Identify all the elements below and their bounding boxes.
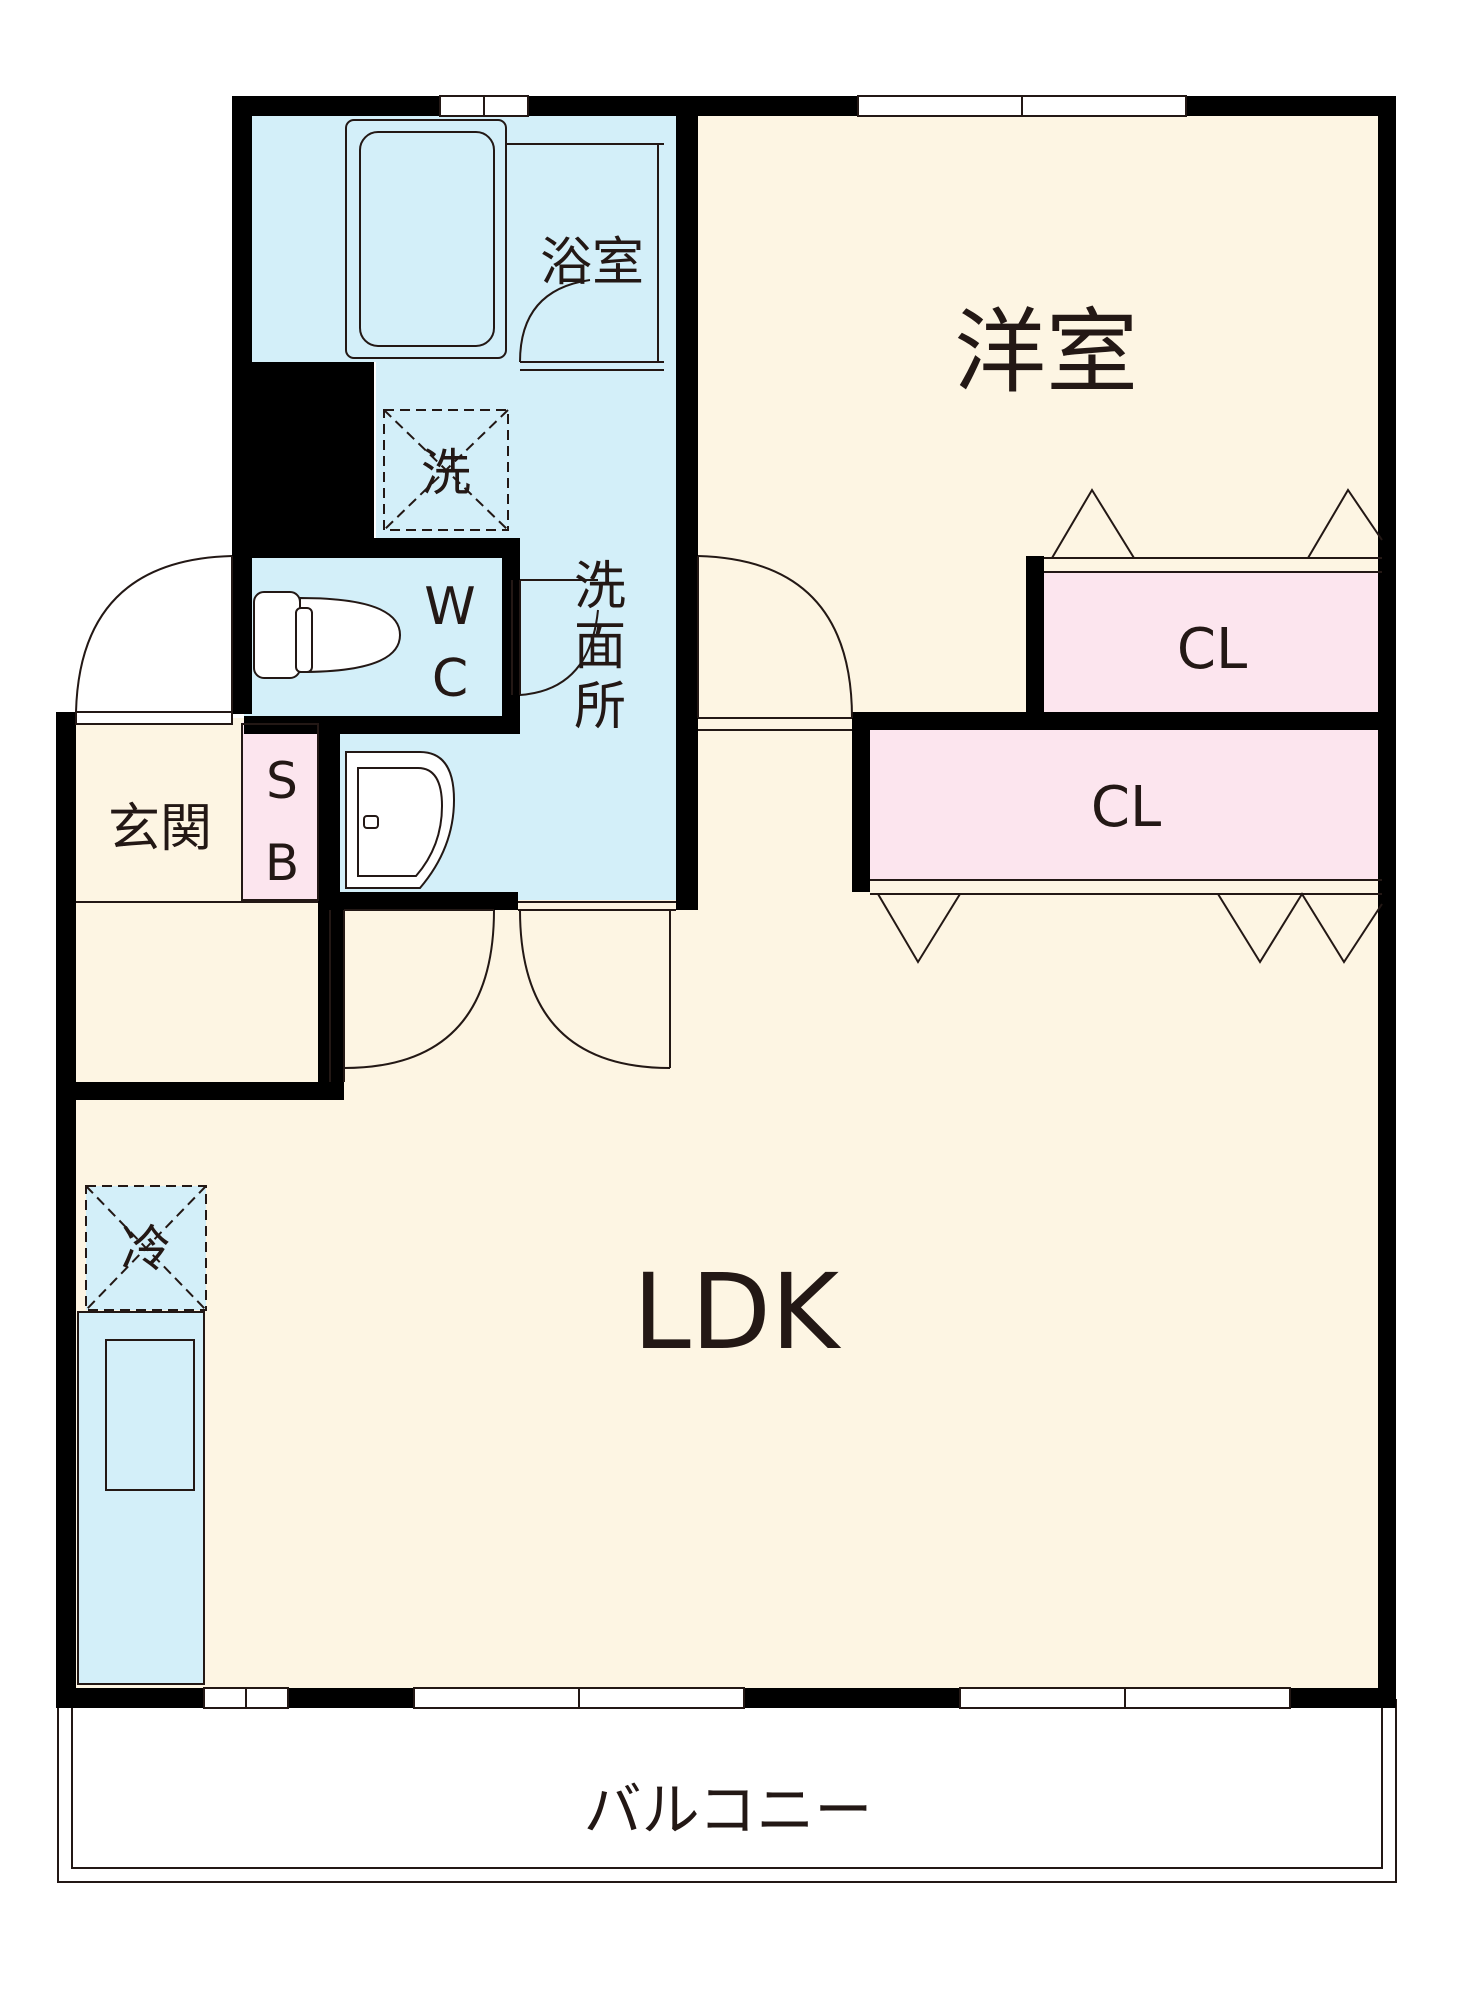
wall-left-lower bbox=[56, 712, 76, 1708]
windows bbox=[203, 95, 1291, 1709]
shaft bbox=[232, 362, 374, 552]
bathtub-icon bbox=[345, 119, 664, 371]
toilet-icon bbox=[253, 579, 599, 696]
label-balcony: バルコニー bbox=[584, 1776, 873, 1844]
label-western-room: 洋室 bbox=[954, 299, 1138, 406]
label-closet-upper: CL bbox=[1177, 617, 1247, 682]
closet-upper-floor bbox=[1042, 572, 1384, 714]
label-washroom-2: 面 bbox=[574, 617, 626, 677]
wall-wash-bottom bbox=[318, 892, 518, 910]
label-washer: 洗 bbox=[421, 444, 471, 502]
kitchen-counter bbox=[77, 1311, 205, 1685]
label-toilet-w: W bbox=[424, 577, 475, 637]
wall-closet-divider bbox=[852, 712, 1396, 730]
balcony-floor bbox=[70, 1710, 1384, 1880]
label-washroom-1: 洗 bbox=[574, 557, 626, 617]
entrance-floor bbox=[70, 722, 242, 1069]
label-closet-lower: CL bbox=[1091, 775, 1161, 840]
wall-toilet-bottom bbox=[244, 716, 520, 734]
closet-doors bbox=[870, 488, 1383, 964]
label-washroom-3: 所 bbox=[574, 677, 626, 737]
label-shoebox-b: B bbox=[265, 834, 299, 892]
label-toilet-c: C bbox=[432, 649, 468, 709]
doors bbox=[75, 555, 853, 1082]
wall-toilet-top bbox=[244, 538, 520, 558]
washer-pan-icon bbox=[383, 409, 509, 531]
label-ldk: LDK bbox=[633, 1251, 842, 1373]
label-shoebox-s: S bbox=[266, 752, 298, 810]
wall-closet-upper-left bbox=[1026, 556, 1044, 722]
label-fridge: 冷 bbox=[121, 1220, 171, 1278]
wall-top bbox=[232, 96, 1396, 116]
bathroom-floor bbox=[244, 110, 684, 362]
wall-closet-lower-left bbox=[852, 712, 870, 892]
wall-right bbox=[1378, 96, 1396, 1708]
label-entrance: 玄関 bbox=[108, 799, 212, 859]
wall-entrance-right bbox=[318, 716, 340, 908]
label-bathroom: 浴室 bbox=[540, 233, 644, 293]
shoebox-floor bbox=[242, 722, 318, 902]
wash-basin-icon bbox=[345, 751, 456, 889]
labels: 洋室 LDK 浴室 洗 W C 洗 面 所 玄関 S B CL CL 冷 バルコ… bbox=[108, 233, 1247, 1844]
closet-lower-floor bbox=[866, 730, 1384, 880]
fridge-space-icon bbox=[85, 1185, 207, 1311]
wall-hall-bottom bbox=[56, 1082, 344, 1100]
wall-bath-right bbox=[676, 110, 698, 910]
stove-outline bbox=[105, 1339, 195, 1491]
